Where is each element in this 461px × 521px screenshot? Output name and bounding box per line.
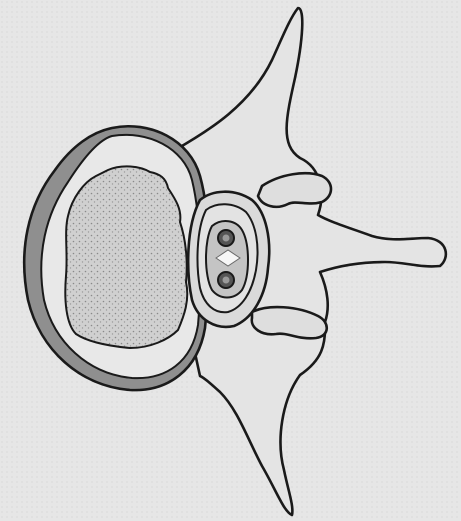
cancellous-bone bbox=[65, 166, 187, 348]
nerve-root-lower-inner bbox=[223, 277, 230, 284]
nerve-root-upper-inner bbox=[223, 235, 230, 242]
